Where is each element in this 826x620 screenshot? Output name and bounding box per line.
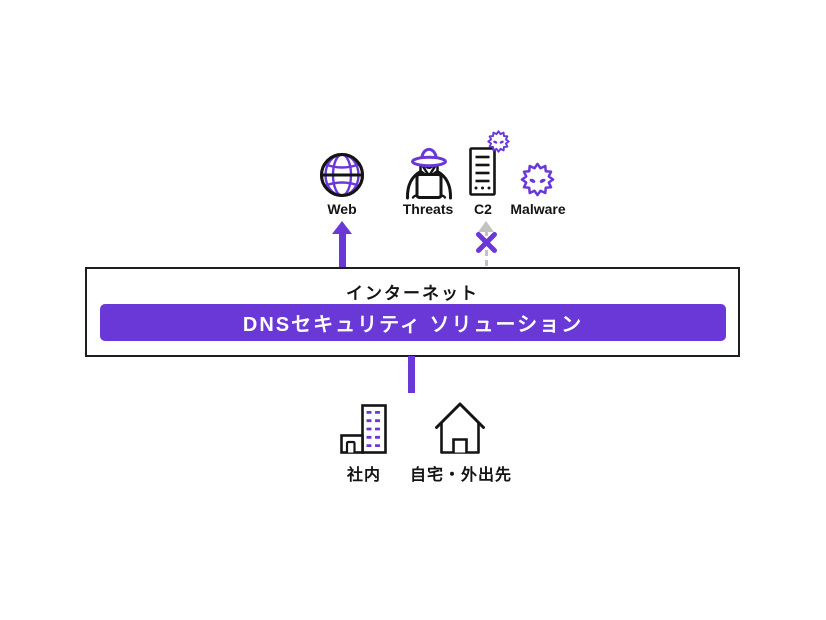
dns-security-solution-label: DNSセキュリティ ソリューション bbox=[242, 314, 584, 336]
c2-malware-badge-icon bbox=[487, 130, 510, 153]
client-link-line bbox=[408, 356, 415, 393]
malware-virus-icon bbox=[520, 162, 555, 197]
destination-label-malware: Malware bbox=[510, 201, 566, 217]
globe-icon bbox=[320, 153, 364, 197]
blocked-traffic-arrowhead bbox=[478, 221, 494, 232]
office-building-icon bbox=[340, 404, 387, 454]
blocked-traffic-dashed-line bbox=[485, 230, 488, 266]
dns-security-solution-banner: DNSセキュリティ ソリューション bbox=[100, 304, 726, 341]
office-windows bbox=[366, 411, 380, 447]
house-icon bbox=[435, 402, 485, 454]
allowed-traffic-arrowhead bbox=[332, 221, 352, 234]
destination-label-web: Web bbox=[327, 201, 357, 217]
block-x-icon bbox=[476, 232, 497, 253]
destination-label-c2: C2 bbox=[474, 201, 492, 217]
c2-server-icon bbox=[469, 147, 496, 196]
allowed-traffic-arrow bbox=[339, 233, 346, 268]
spy-icon bbox=[405, 147, 453, 200]
client-label-office: 社内 bbox=[346, 467, 382, 484]
destination-label-threats: Threats bbox=[402, 201, 454, 217]
client-label-home: 自宅・外出先 bbox=[409, 467, 513, 484]
internet-zone-title: インターネット bbox=[346, 284, 479, 303]
